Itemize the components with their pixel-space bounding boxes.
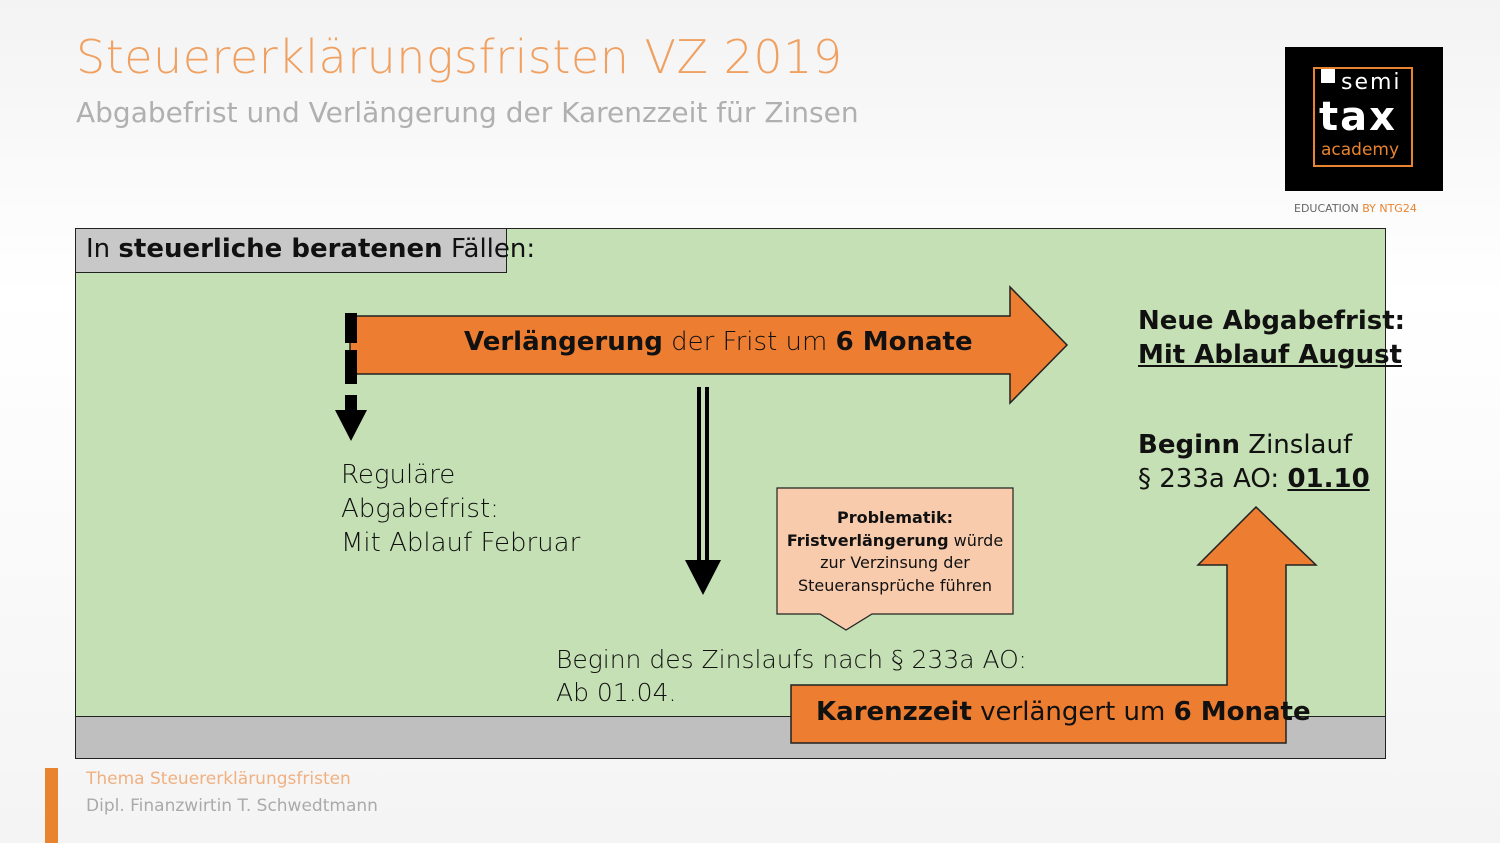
logo-frame bbox=[1313, 67, 1413, 167]
down-arrow-icon bbox=[335, 410, 367, 441]
double-arrow-line-1 bbox=[697, 387, 701, 562]
down-arrow-shaft bbox=[345, 395, 357, 410]
footer-author: Dipl. Finanzwirtin T. Schwedtmann bbox=[86, 796, 378, 816]
new-deadline-line-2: Mit Ablauf August bbox=[1138, 340, 1402, 370]
logo: semi tax academy bbox=[1285, 47, 1443, 191]
regular-deadline-line-1: Reguläre bbox=[341, 460, 456, 490]
karenz-arrow-label: Karenzzeit verlängert um 6 Monate bbox=[816, 697, 1311, 727]
diagram-area bbox=[75, 228, 1386, 716]
extension-arrow-label: Verlängerung der Frist um 6 Monate bbox=[464, 327, 973, 357]
logo-semi: semi bbox=[1341, 70, 1402, 95]
regular-deadline-line-3: Mit Ablauf Februar bbox=[341, 528, 581, 558]
new-deadline-line-1: Neue Abgabefrist: bbox=[1138, 306, 1406, 336]
callout-box bbox=[776, 487, 1014, 631]
logo-tax: tax bbox=[1319, 94, 1397, 140]
start-marker-lower bbox=[345, 350, 357, 384]
extension-arrow bbox=[349, 285, 1069, 405]
karenz-arrow bbox=[790, 505, 1318, 744]
footer-accent-bar bbox=[45, 768, 58, 843]
logo-square-icon bbox=[1321, 69, 1335, 83]
logo-academy: academy bbox=[1321, 140, 1400, 160]
tagline-suffix: BY NTG24 bbox=[1362, 202, 1417, 215]
interest-start-line-2: § 233a AO: 01.10 bbox=[1138, 464, 1370, 494]
interest-run-start-line-2: Ab 01.04. bbox=[556, 678, 677, 707]
page-title: Steuererklärungsfristen VZ 2019 bbox=[76, 30, 843, 84]
callout-text: Problematik: Fristverlängerung würde zur… bbox=[786, 508, 1004, 595]
double-down-arrow-icon bbox=[685, 560, 721, 595]
interest-run-start-line-1: Beginn des Zinslaufs nach § 233a AO: bbox=[556, 645, 1027, 674]
tagline-prefix: EDUCATION bbox=[1294, 202, 1359, 215]
interest-start-line-1: Beginn Zinslauf bbox=[1138, 430, 1353, 460]
footer-topic: Thema Steuererklärungsfristen bbox=[86, 769, 351, 789]
page-subtitle: Abgabefrist und Verlängerung der Karenzz… bbox=[76, 96, 859, 129]
box-label: In steuerliche beratenen Fällen: bbox=[75, 228, 535, 273]
double-arrow-line-2 bbox=[705, 387, 709, 562]
start-marker bbox=[345, 313, 357, 343]
regular-deadline-line-2: Abgabefrist: bbox=[341, 494, 499, 524]
logo-tagline: EDUCATION BY NTG24 bbox=[1294, 202, 1417, 215]
